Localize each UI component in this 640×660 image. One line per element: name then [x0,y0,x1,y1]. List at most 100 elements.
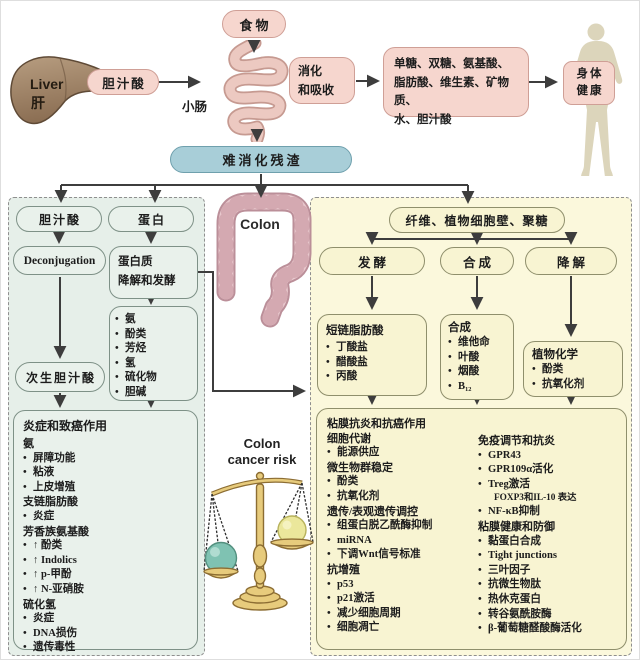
inflammation-effects-box: 炎症和致癌作用 氨•屏障功能•粘液•上皮增殖支链脂肪酸•炎症芳香族氨基酸•↑ 酚… [13,410,198,653]
small-intestine-illustration [223,40,289,142]
risk-line: cancer risk [227,451,297,467]
mucosal-effects-left-list: 粘膜抗炎和抗癌作用细胞代谢•能源供应微生物群稳定•酚类•抗氧化剂遗传/表观遗传调… [327,417,477,636]
body-health-line: 身体 [576,68,604,80]
synthesis-list: •维他命•叶酸•烟酸•B₁₂ [448,336,506,394]
body-health-line: 健康 [576,85,604,97]
phytochemical-title: 植物化学 [532,349,578,361]
list-item: •GPR43 [478,449,521,461]
list-item: •NF-κB抑制 [478,506,540,518]
list-header: 免疫调节和抗炎 [478,435,555,447]
list-item: •遗传毒性 [23,642,76,654]
bile-acid-box-left: 胆汁酸 [16,206,102,232]
list-item: •↑ Indolics [23,554,77,566]
inflammation-effects-title: 炎症和致癌作用 [23,419,108,433]
digestion-line: 和吸收 [298,82,335,97]
list-item: •炎症 [23,613,55,625]
list-item: •上皮增殖 [23,481,76,493]
list-item: •减少细胞周期 [327,607,401,619]
phytochemical-box: 植物化学 •酚类 •抗氧化剂 [523,341,623,397]
protein-degradation-box: 蛋白质 降解和发酵 [109,246,198,299]
list-item: •组蛋白脱乙酰酶抑制 [327,520,433,532]
fiber-header-box: 纤维、植物细胞壁、聚糖 [389,207,565,233]
list-item: •抗氧化剂 [327,490,380,502]
list-item: •细胞凋亡 [327,622,380,634]
inflammation-effects-list: 氨•屏障功能•粘液•上皮增殖支链脂肪酸•炎症芳香族氨基酸•↑ 酚类•↑ Indo… [23,437,188,656]
scfa-title: 短链脂肪酸 [326,325,384,337]
list-item: •p53 [327,578,354,590]
list-header: 氨 [23,438,34,450]
list-item: •三叶因子 [478,564,531,576]
human-body-illustration [571,23,623,176]
residue-banner: 难消化残渣 [170,146,352,173]
list-item: •丙酸 [326,371,358,383]
list-item: •转谷氨酰胺酶 [478,608,552,620]
list-item: •黏蛋白合成 [478,535,541,547]
list-item: •下调Wnt信号标准 [327,549,421,561]
balance-scale-illustration [203,471,314,611]
list-header: 粘膜健康和防御 [478,520,555,533]
list-item: •能源供应 [327,447,380,459]
list-header: 芳香族氨基酸 [23,525,89,538]
list-item: •屏障功能 [23,452,76,464]
list-item: •抗氧化剂 [532,378,585,390]
scfa-box: 短链脂肪酸 •丁酸盐•醋酸盐•丙酸 [317,314,427,396]
list-header: 抗增殖 [327,563,360,576]
list-item: •酚类 [115,328,147,340]
mucosal-effects-box [316,408,627,650]
fermentation-box: 发酵 [319,247,425,275]
nutrients-line: 脂肪酸、维生素、矿物质、 [394,76,509,108]
secondary-bile-box: 次生胆汁酸 [15,362,105,392]
list-header: 支链脂肪酸 [23,496,78,509]
list-item: •酚类 [532,364,564,375]
list-item: •β-葡萄糖醛酸酶活化 [478,623,582,635]
list-item: •胆碱 [115,386,147,398]
list-item: •Tight junctions [478,550,557,562]
list-header: 粘膜抗炎和抗癌作用 [327,418,426,430]
list-item: •炎症 [23,510,55,522]
list-header: 硫化氢 [23,598,56,611]
list-item: •氢 [115,357,136,369]
list-header: 微生物群稳定 [327,461,393,474]
liver-label-en: Liver [30,76,64,92]
colon-illustration [216,192,312,328]
list-item: •烟酸 [448,366,480,378]
protein-degradation-line: 蛋白质 [118,256,153,268]
list-item: •Treg激活 [478,478,530,490]
list-item: •粘液 [23,467,55,479]
list-item: •DNA损伤 [23,627,78,639]
nutrients-box: 单糖、双糖、氨基酸、 脂肪酸、维生素、矿物质、 水、胆汁酸 [383,47,529,126]
protein-box: 蛋白 [108,206,194,232]
list-item: •↑ p-甲酚 [23,569,72,581]
food-box: 食物 [222,10,286,38]
scfa-list: •丁酸盐•醋酸盐•丙酸 [326,341,418,385]
mucosal-effects-right-list: 免疫调节和抗炎 •GPR43 •GPR109α活化 •Treg激活 FOXP3和IL-1… [478,434,626,637]
arrow-degradation-to-rightpanel [198,271,306,398]
body-health-box: 身体 健康 [563,61,615,105]
list-item: •醋酸盐 [326,356,368,368]
list-item: •抗微生物肽 [478,579,541,591]
protein-metabolites-list: •氨•酚类•芳烃•氢•硫化物•胆碱 [109,306,198,401]
list-item: •miRNA [327,534,372,546]
list-item: •氨 [115,314,136,325]
list-item: •p21激活 [327,593,375,605]
protein-degradation-line: 降解和发酵 [118,275,176,287]
list-item: •↑ N-亚硝胺 [23,583,84,595]
list-item: •热休克蛋白 [478,593,541,605]
digestion-line: 消化 [298,63,323,78]
list-item: FOXP3和IL-10 表达 [494,493,577,504]
synthesis-branch-box: 合成 [440,247,514,275]
colon-cancer-risk-label: Colon cancer risk [212,436,312,467]
list-header: 细胞代谢 [327,432,371,445]
synthesis-title: 合成 [448,322,471,334]
small-intestine-label: 小肠 [182,100,208,114]
list-item: •GPR109α活化 [478,464,554,476]
digestion-absorption-box: 消化 和吸收 [289,57,355,104]
list-item: •叶酸 [448,351,480,363]
colon-label: Colon [240,216,280,232]
risk-line: Colon [243,436,281,451]
phytochemical-list: •酚类 •抗氧化剂 [532,363,614,392]
list-item: •硫化物 [115,372,157,384]
nutrients-line: 单糖、双糖、氨基酸、 [394,58,509,70]
